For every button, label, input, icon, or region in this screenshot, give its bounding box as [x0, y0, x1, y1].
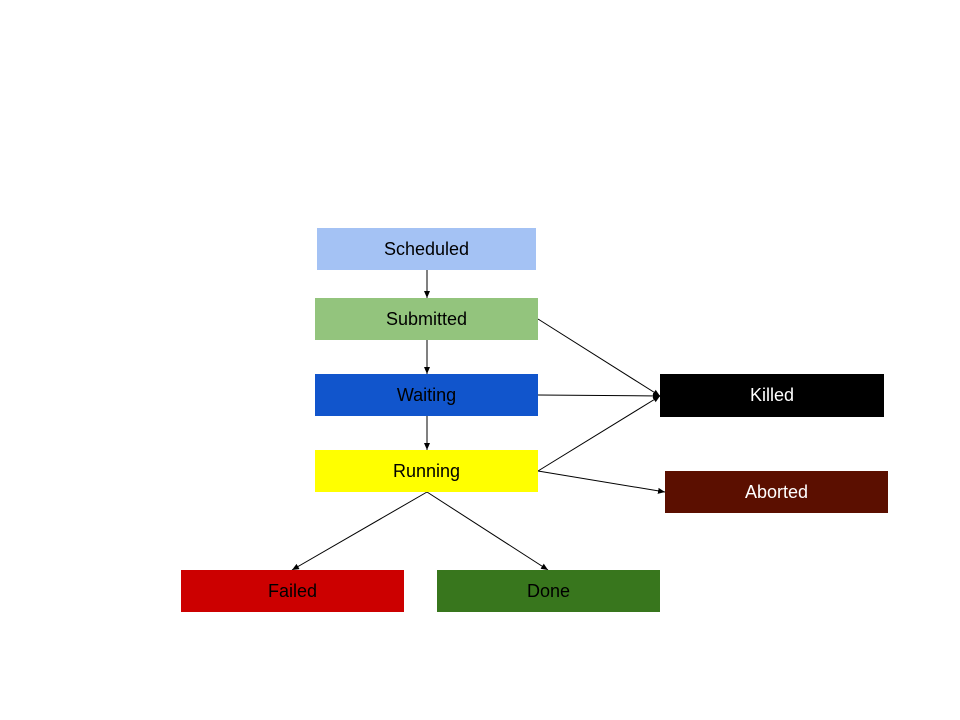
edge-running-killed [537, 395, 661, 472]
node-scheduled: Scheduled [317, 228, 536, 270]
node-aborted: Aborted [665, 471, 888, 513]
node-submitted: Submitted [315, 298, 538, 340]
node-failed: Failed [181, 570, 404, 612]
node-done: Done [437, 570, 660, 612]
edge-submitted-killed [537, 318, 661, 397]
edge-running-done [426, 491, 549, 571]
edge-running-aborted [537, 470, 666, 494]
node-running: Running [315, 450, 538, 492]
edge-running-failed [291, 491, 428, 571]
node-killed: Killed [660, 374, 884, 417]
node-waiting: Waiting [315, 374, 538, 416]
edge-waiting-killed [537, 392, 661, 399]
